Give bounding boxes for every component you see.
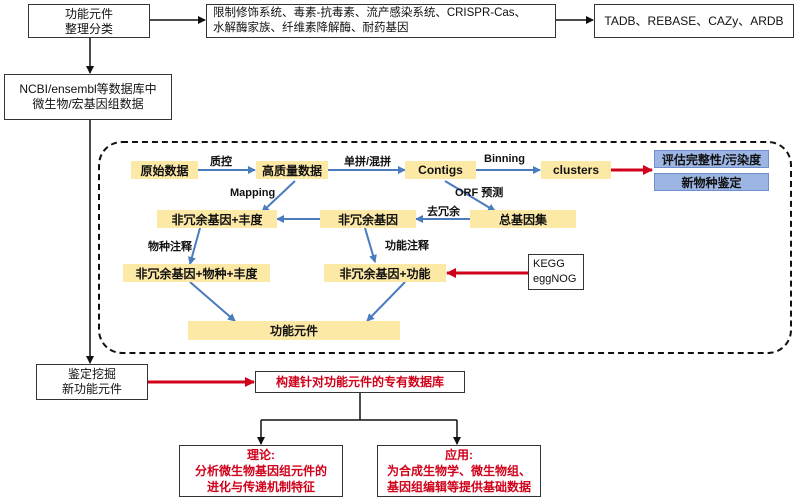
arrow-function-to-elements [366,281,406,322]
clusters-node: clusters [541,161,611,179]
raw-data-node: 原始数据 [131,161,198,179]
nr-gene-node: 非冗余基因 [320,210,416,228]
arrow-nr-gene-to-function [364,227,377,263]
databases-box: TADB、REBASE、CAZy、ARDB [594,4,794,38]
arrow-hq-to-nr-abundance [261,180,296,213]
label-binning: Binning [484,153,525,165]
identify-new-elements-box: 鉴定挖掘 新功能元件 [36,364,148,400]
label-species-annotation: 物种注释 [148,241,192,253]
label-function-annotation: 功能注释 [385,240,429,252]
arrow-abundance-to-species [188,227,201,265]
element-types-box: 限制修饰系统、毒素-抗毒素、流产感染系统、CRISPR-Cas、 水解酶家族、纤… [206,4,556,38]
nr-gene-function-node: 非冗余基因+功能 [324,264,446,282]
nr-gene-abundance-node: 非冗余基因+丰度 [157,210,277,228]
arrow-species-to-elements [189,281,236,322]
arrow-contigs-to-total-gene [444,180,496,212]
evaluate-completeness-node: 评估完整性/污染度 [654,150,769,168]
label-assembly: 单拼/混拼 [344,156,392,168]
analysis-pipeline-region [98,141,792,354]
application-box: 应用: 为合成生物学、微生物组、 基因组编辑等提供基础数据 [377,445,541,497]
contigs-node: Contigs [405,161,476,179]
high-quality-data-node: 高质量数据 [256,161,328,179]
label-qc: 质控 [210,156,232,168]
functional-elements-box: 功能元件 整理分类 [28,4,150,38]
label-orf: ORF 预测 [455,187,504,199]
label-mapping: Mapping [230,187,276,199]
new-species-node: 新物种鉴定 [654,173,769,191]
nr-gene-species-abundance-node: 非冗余基因+物种+丰度 [123,264,270,282]
label-dedup: 去冗余 [427,206,460,218]
ncbi-data-box: NCBI/ensembl等数据库中 微生物/宏基因组数据 [4,74,172,120]
kegg-eggnog-box: KEGG eggNOG [528,254,584,290]
build-database-box: 构建针对功能元件的专有数据库 [255,371,465,393]
total-gene-set-node: 总基因集 [470,210,576,228]
functional-elements-node: 功能元件 [188,321,400,340]
theory-box: 理论: 分析微生物基因组元件的 进化与传递机制特征 [179,445,343,497]
